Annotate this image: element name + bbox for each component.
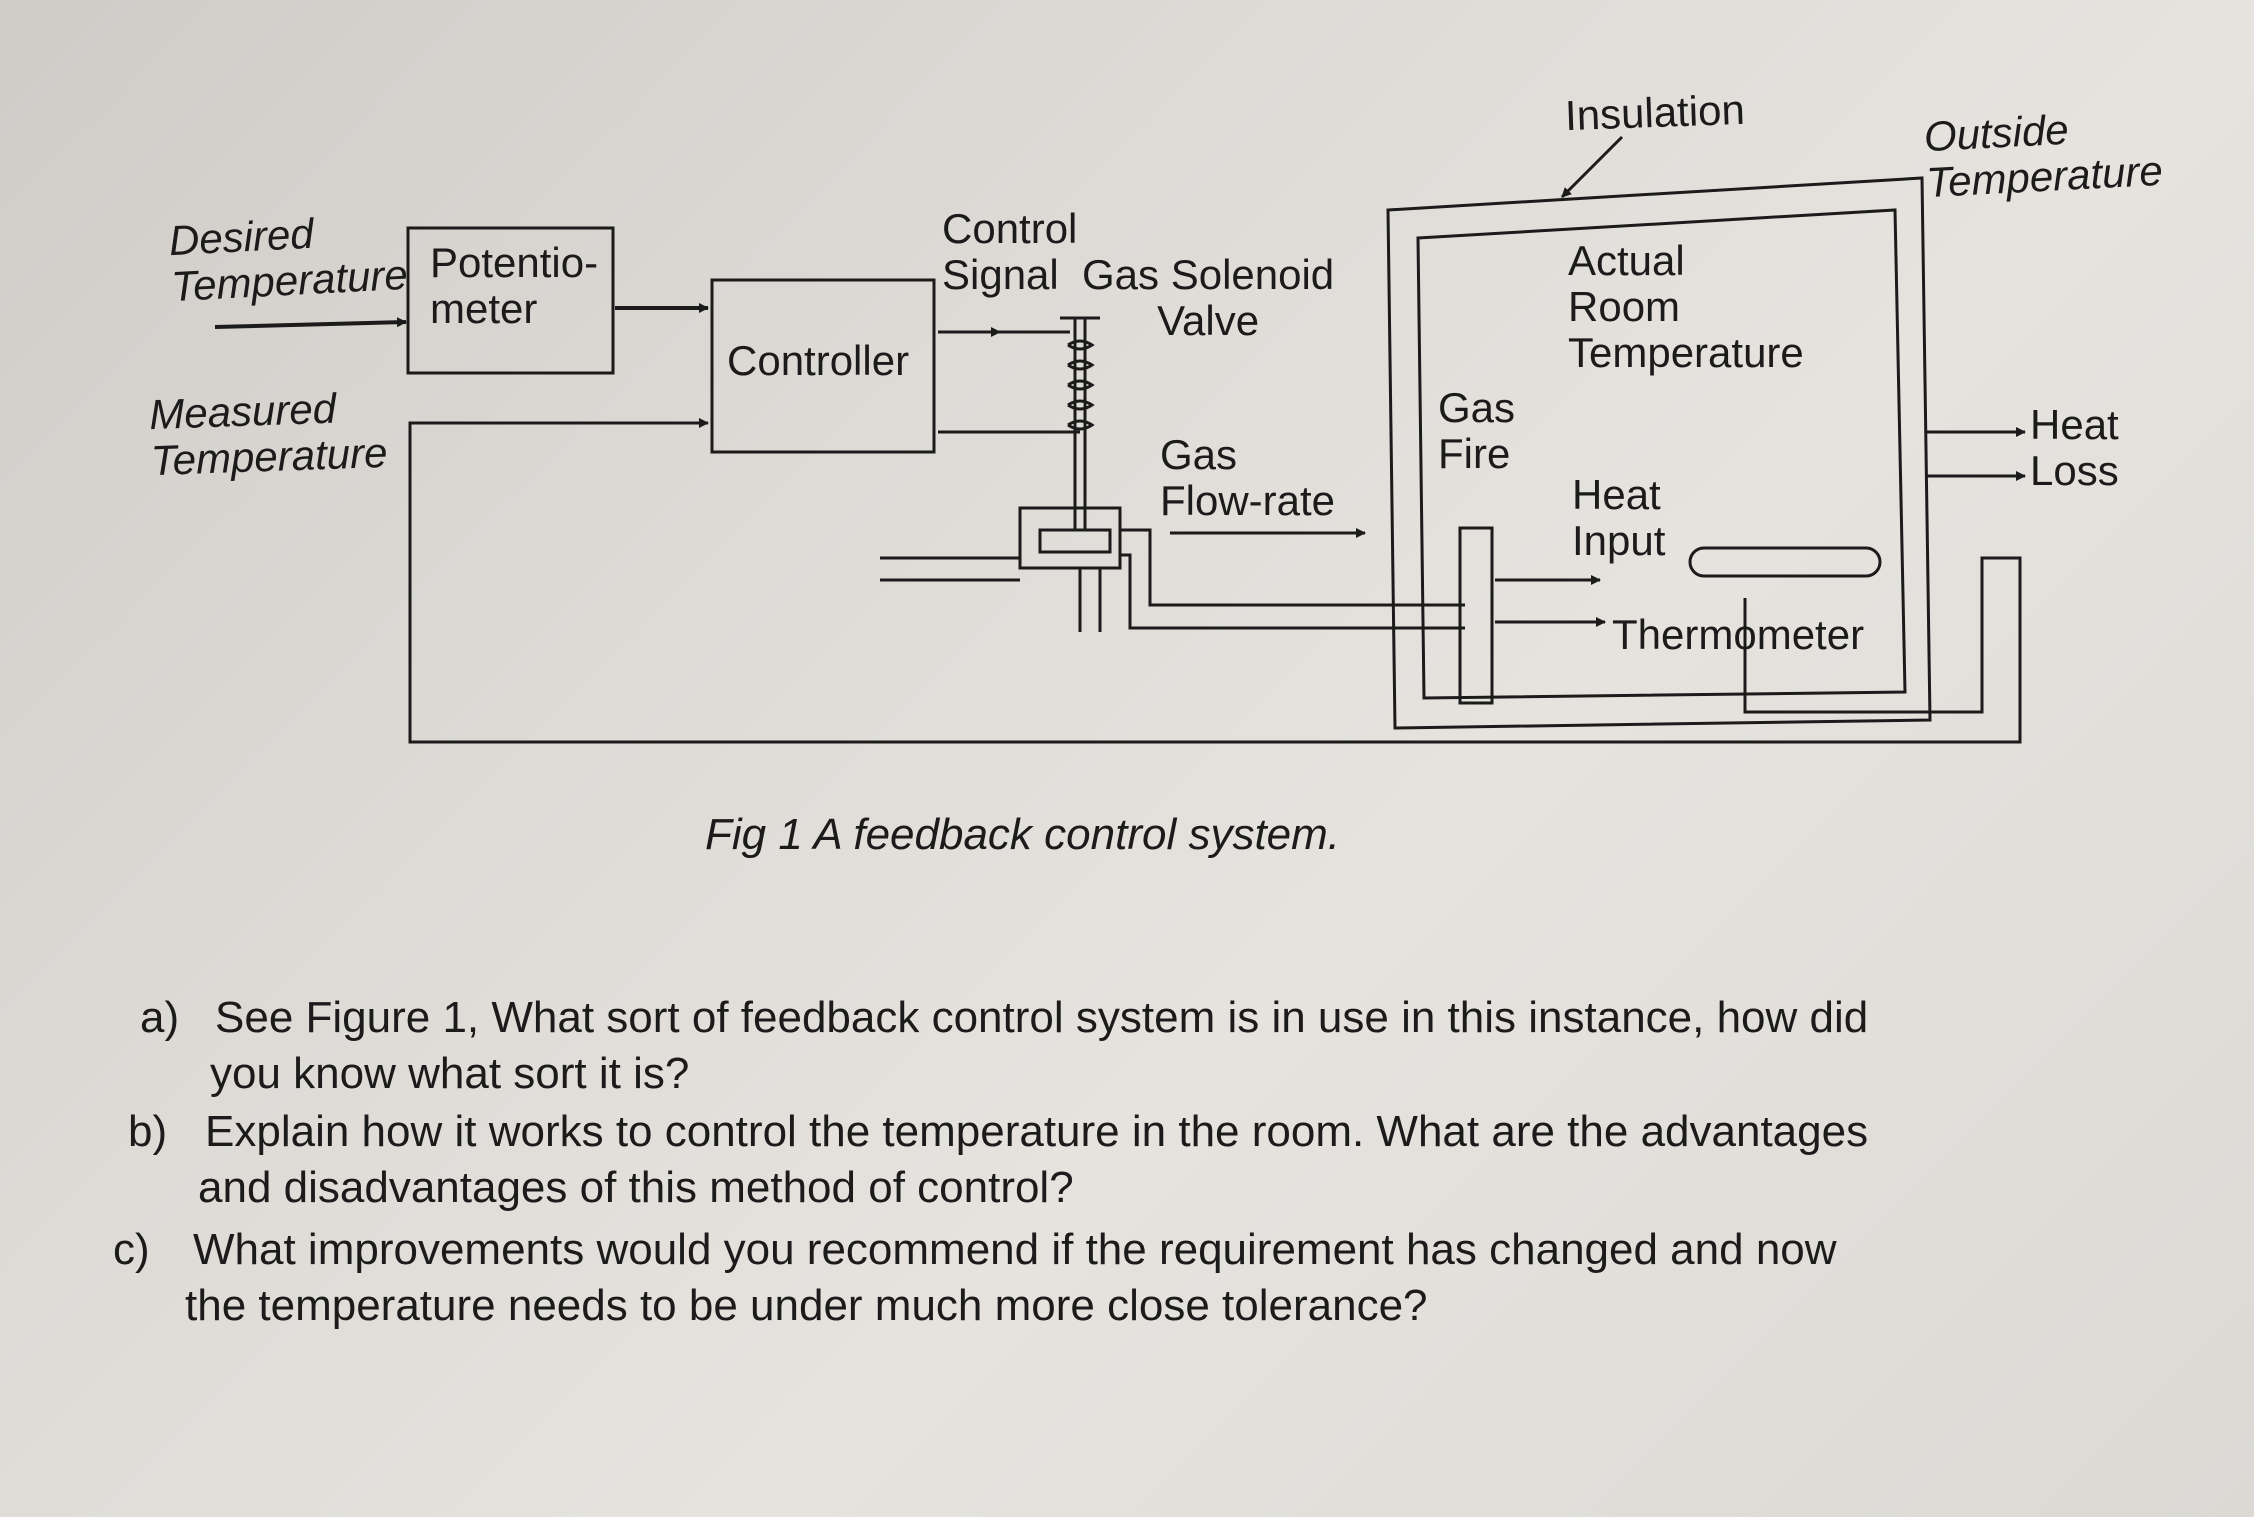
gas-pipe	[880, 528, 1465, 632]
feedback-loop-line	[408, 421, 2022, 744]
question-c: c) What improvements would you recommend…	[113, 1222, 2053, 1334]
thermometer-shape	[1688, 546, 1882, 578]
thermometer-label: Thermometer	[1612, 611, 1865, 658]
diagram-lines	[214, 135, 2026, 744]
room-inner-wall	[1416, 208, 1907, 700]
question-b-letter: b)	[128, 1107, 168, 1156]
question-a-line-1: See Figure 1, What sort of feedback cont…	[215, 993, 1869, 1042]
question-c-letter: c)	[113, 1225, 150, 1274]
controller-label: Controller	[727, 337, 910, 384]
potentiometer-box	[406, 226, 615, 375]
potentiometer-label: Potentio-meter	[430, 239, 599, 332]
question-a-letter: a)	[140, 993, 180, 1042]
gas-fire-unit	[1458, 526, 1494, 705]
question-a: a) See Figure 1, What sort of feedback c…	[140, 990, 2060, 1102]
question-b-line-2: and disadvantages of this method of cont…	[198, 1163, 1074, 1212]
valve-body	[1018, 506, 1122, 570]
insulation-label: Insulation	[1564, 85, 1746, 140]
question-a-line-2: you know what sort it is?	[210, 1049, 690, 1098]
question-c-line-1: What improvements would you recommend if…	[193, 1225, 1837, 1274]
insulation-pointer	[1560, 135, 1624, 199]
figure-caption: Fig 1 A feedback control system.	[705, 810, 1341, 859]
controller-box	[710, 278, 936, 454]
desired-temperature-arrow	[214, 317, 407, 329]
question-b: b) Explain how it works to control the t…	[128, 1104, 2058, 1216]
question-b-line-1: Explain how it works to control the temp…	[205, 1107, 1869, 1156]
room-outer-wall	[1386, 176, 1932, 730]
solenoid-coil	[1067, 339, 1095, 431]
question-c-line-2: the temperature needs to be under much m…	[185, 1281, 1428, 1330]
